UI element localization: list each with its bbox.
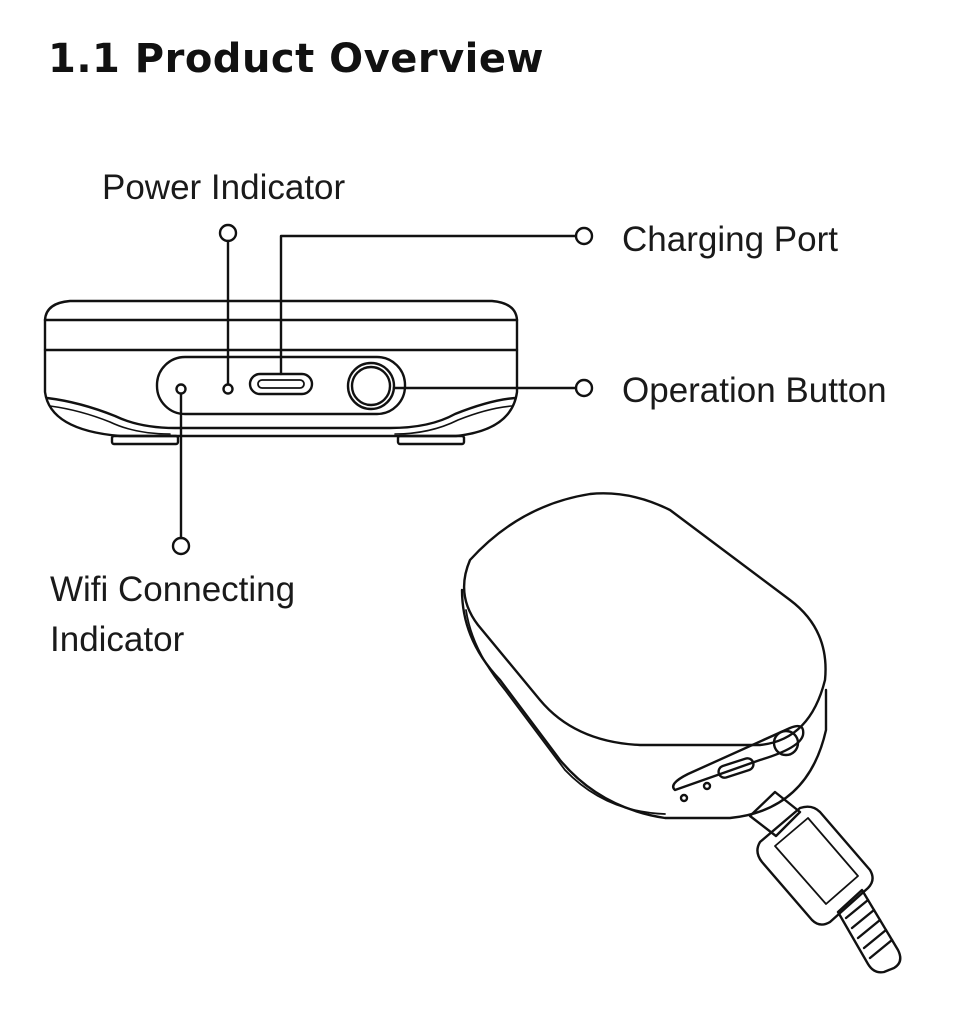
charging-port (248, 372, 314, 396)
operation-button (346, 361, 396, 411)
charging-port-label: Charging Port (622, 220, 838, 259)
device-top-face (462, 492, 827, 747)
device-body (43, 318, 519, 438)
device-perspective-view (460, 492, 828, 820)
device-lower-curve-inner-r (394, 405, 513, 435)
wifi-indicator-label-line1: Wifi Connecting (50, 570, 296, 609)
side-control-panel (672, 724, 805, 792)
charging-port-callout-dot (574, 226, 594, 246)
wifi-indicator-callout-dot (171, 536, 191, 556)
charging-port-leader (279, 234, 578, 376)
cable-relief-ring-5 (868, 938, 894, 960)
operation-button-label: Operation Button (622, 371, 887, 410)
device-side-seam (465, 609, 666, 815)
power-indicator-label: Power Indicator (102, 168, 346, 207)
device-foot-right (396, 434, 466, 446)
power-indicator-callout-dot (218, 223, 238, 243)
cable-relief-ring-1 (844, 898, 870, 920)
power-indicator-light (222, 383, 234, 395)
side-indicator-light-2 (702, 781, 712, 791)
device-foot-left (110, 434, 180, 446)
cable-plug-body (756, 805, 874, 926)
cable-relief-ring-3 (856, 918, 882, 940)
side-indicator-light (679, 793, 689, 803)
wifi-indicator-light (175, 383, 187, 395)
device-lower-curve-inner (49, 405, 171, 435)
charging-port-inner (257, 379, 305, 389)
operation-button-inner (350, 365, 392, 407)
side-charging-port (717, 757, 755, 779)
section-heading: 1.1 Product Overview (48, 36, 544, 82)
cable-relief-ring-2 (850, 908, 876, 930)
usb-c-cable (748, 790, 902, 974)
cable-relief-ring-4 (862, 928, 888, 950)
wifi-indicator-label-line2: Indicator (50, 620, 185, 659)
cable-plug-ridge (774, 817, 859, 905)
cable-connector-tip (748, 790, 802, 838)
leader-lines (171, 223, 594, 556)
cable-strain-relief (836, 888, 902, 974)
wifi-indicator-label: Wifi Connecting Indicator (50, 565, 295, 665)
side-operation-button (772, 729, 800, 757)
device-lower-curve (45, 396, 517, 430)
operation-button-callout-dot (574, 378, 594, 398)
